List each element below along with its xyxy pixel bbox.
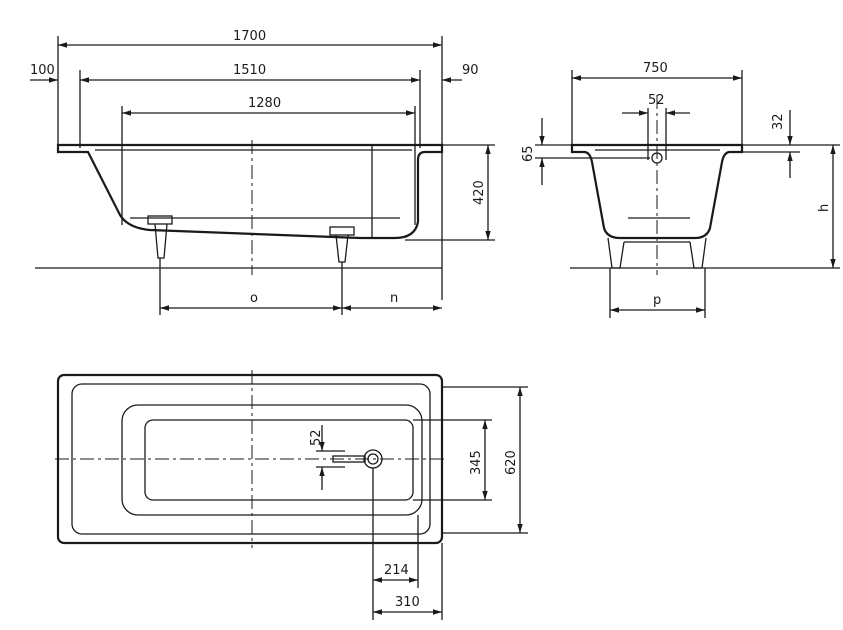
- dim-52-plan: 52: [309, 429, 324, 446]
- dim-310: 310: [395, 595, 420, 610]
- dim-1700: 1700: [233, 29, 266, 44]
- leg-left: [147, 215, 173, 268]
- dim-n: n: [390, 291, 398, 306]
- dim-52-end: 52: [648, 93, 665, 108]
- dim-o: o: [250, 291, 258, 306]
- dim-32: 32: [771, 113, 786, 130]
- side-view: 1700 100 1510 90 1280 420: [30, 29, 495, 315]
- end-view: 750 52 32 65 h p: [521, 61, 840, 318]
- leg-right: [329, 226, 355, 268]
- dim-214: 214: [384, 563, 409, 578]
- dim-h: h: [817, 204, 832, 212]
- dim-1280: 1280: [248, 96, 281, 111]
- plan-view: 52 345 620 214 310: [55, 370, 528, 620]
- dim-100: 100: [30, 63, 55, 78]
- dim-750: 750: [643, 61, 668, 76]
- dim-345: 345: [469, 450, 484, 475]
- dim-65: 65: [521, 145, 536, 162]
- dim-420: 420: [472, 180, 487, 205]
- dim-620: 620: [504, 450, 519, 475]
- dim-1510: 1510: [233, 63, 266, 78]
- dim-90: 90: [462, 63, 479, 78]
- dim-p: p: [653, 293, 661, 308]
